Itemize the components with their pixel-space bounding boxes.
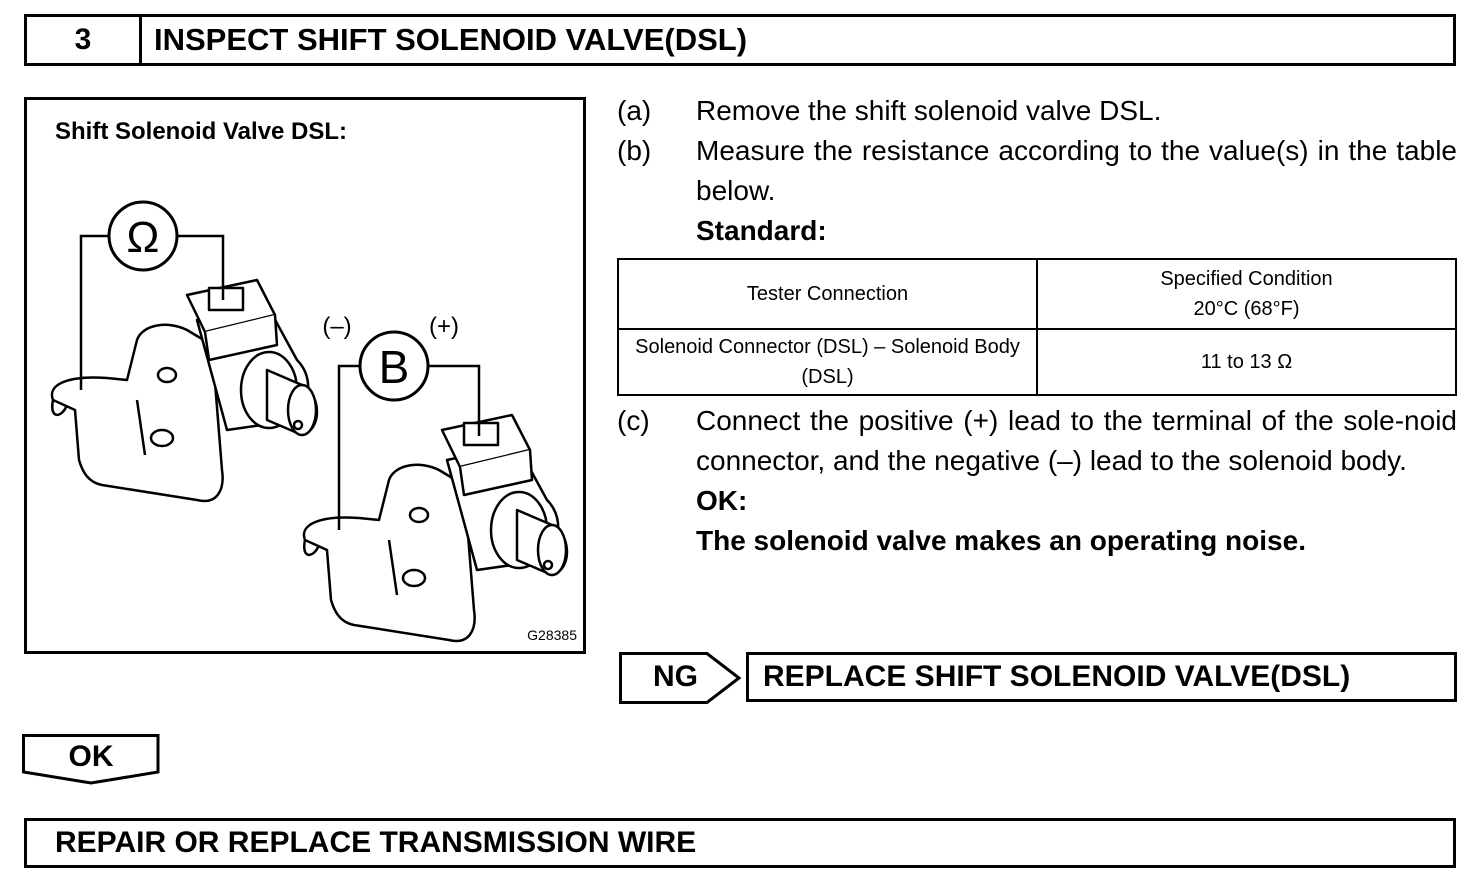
instruction-marker: (b) (617, 135, 652, 166)
battery-circle (358, 330, 430, 402)
bracket-2 (302, 463, 476, 643)
figure-code: G28385 (527, 627, 577, 643)
ohm-lead-positive (177, 234, 225, 300)
solenoid-illustration: Ω B (–) (+) Shift Solenoid Valve DSL: G2… (24, 97, 586, 654)
standard-label: Standard: (696, 215, 827, 246)
step-title: INSPECT SHIFT SOLENOID VALVE(DSL) (154, 22, 748, 57)
instruction-a: (a) Remove the shift solenoid valve DSL. (617, 91, 1457, 131)
ok-criterion-text: The solenoid valve makes an operating no… (696, 525, 1306, 556)
header-tester-connection: Tester Connection (617, 258, 1038, 330)
final-action: REPAIR OR REPLACE TRANSMISSION WIRE (24, 818, 1456, 868)
battery-symbol: B (379, 341, 410, 393)
instruction-marker: (a) (617, 95, 652, 126)
header-condition-temp: 20°C (68°F) (1193, 298, 1300, 320)
plus-label: (+) (429, 313, 459, 340)
battery-lead-negative (337, 364, 360, 530)
ohm-symbol: Ω (127, 213, 160, 262)
ok-criterion-label: OK: (696, 485, 748, 516)
ok-arrow-shape (22, 734, 160, 785)
instruction-c: (c) Connect the positive (+) lead to the… (617, 401, 1457, 601)
battery-lead-positive (428, 364, 481, 436)
solenoid-drawing: Ω B (–) (+) (50, 200, 569, 643)
specification-table: Tester Connection Specified Condition 20… (617, 258, 1457, 396)
step-header: 3 INSPECT SHIFT SOLENOID VALVE(DSL) (24, 14, 1456, 66)
header-specified-condition: Specified Condition 20°C (68°F) (1036, 258, 1457, 330)
ng-label: NG (653, 660, 698, 693)
ng-arrow-shape (619, 652, 741, 704)
cell-tester-connection: Solenoid Connector (DSL) – Solenoid Body… (617, 328, 1038, 396)
ohm-lead-negative (79, 234, 109, 390)
cell-specified-condition: 11 to 13 Ω (1036, 328, 1457, 396)
instruction-b: (b) Measure the resistance according to … (617, 131, 1457, 251)
header-condition-title: Specified Condition (1160, 268, 1333, 290)
ng-action: REPLACE SHIFT SOLENOID VALVE(DSL) (746, 652, 1457, 702)
bracket-1 (50, 323, 224, 503)
instruction-text: Measure the resistance according to the … (696, 135, 1457, 206)
instruction-marker: (c) (617, 405, 650, 436)
table-row: Solenoid Connector (DSL) – Solenoid Body… (617, 328, 1457, 396)
minus-label: (–) (322, 313, 351, 340)
table-header-row: Tester Connection Specified Condition 20… (617, 258, 1457, 330)
ohmmeter-circle (107, 200, 179, 272)
instruction-text: Remove the shift solenoid valve DSL. (696, 95, 1162, 126)
illustration-label: Shift Solenoid Valve DSL: (55, 118, 348, 145)
instruction-text: Connect the positive (+) lead to the ter… (696, 405, 1457, 476)
ok-label: OK (68, 740, 114, 773)
step-number: 3 (27, 17, 142, 63)
